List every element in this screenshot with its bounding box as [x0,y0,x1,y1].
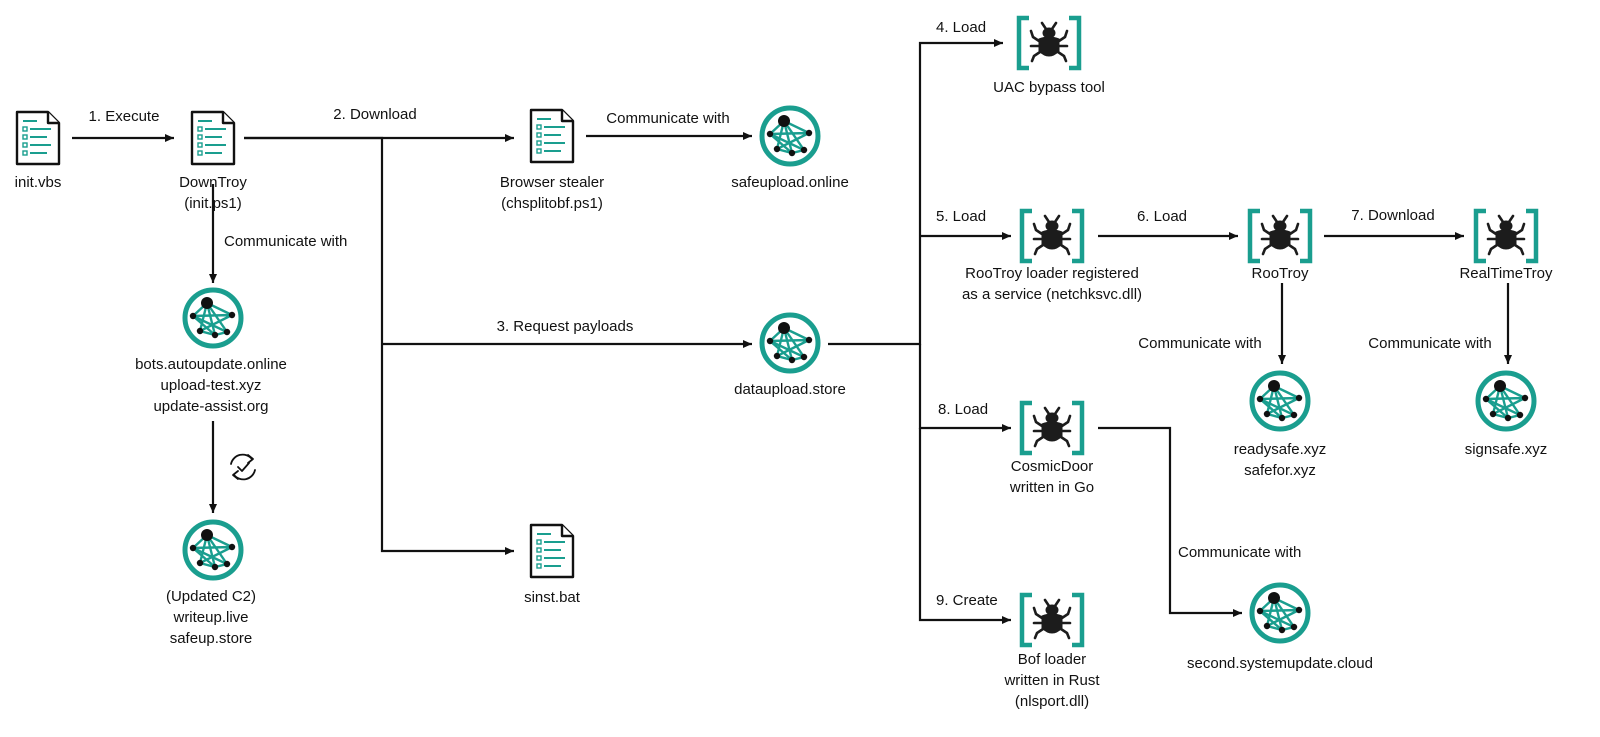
node-label-line: (Updated C2) [166,588,256,605]
malware-bug-icon [1019,400,1085,456]
c2-server-icon [1475,370,1537,432]
c2-server-icon [759,312,821,374]
node-label-line: Bof loader [1018,651,1086,668]
node-label-line: RooTroy loader registered [965,265,1139,282]
node-label-line: (chsplitobf.ps1) [501,195,603,212]
edge-label: 9. Create [936,592,998,609]
node-label-line: dataupload.store [734,381,846,398]
node-label-line: DownTroy [179,174,247,191]
c2-server-icon [182,287,244,349]
malware-bug-icon [1019,592,1085,648]
edge-e-load4 [828,39,1003,346]
edge-label: Communicate with [606,110,729,127]
edges-layer [72,39,1512,624]
node-label-line: sinst.bat [524,589,581,606]
labels-layer: init.vbs DownTroy (init.ps1) bots.autoupdat… [15,19,1553,710]
malware-bug-icon [1473,208,1539,264]
edge-label: 1. Execute [89,108,160,125]
node-label-line: writeup.live [172,609,248,626]
node-label-line: signsafe.xyz [1465,441,1548,458]
node-label-uac: UAC bypass tool [993,79,1105,96]
script-file-icon [190,110,236,166]
c2-server-icon [759,105,821,167]
node-label-line: CosmicDoor [1011,458,1094,475]
node-label-line: Browser stealer [500,174,604,191]
node-label-line: update-assist.org [153,398,268,415]
node-label-line: written in Go [1009,479,1094,496]
node-label-rootroy-loader: RooTroy loader registered as a service (n… [962,265,1142,303]
c2-server-icon [1249,370,1311,432]
edge-label: 7. Download [1351,207,1434,224]
node-label-line: upload-test.xyz [161,377,262,394]
edge-label: Communicate with [1178,544,1301,561]
node-label-line: (init.ps1) [184,195,242,212]
node-label-bof-loader: Bof loader written in Rust (nlsport.dll) [1003,651,1100,710]
node-label-readysafe: readysafe.xyz safefor.xyz [1234,441,1327,479]
node-label-second-system: second.systemupdate.cloud [1187,655,1373,672]
node-label-line: written in Rust [1003,672,1100,689]
c2-server-icon [182,519,244,581]
sync-update-icon [230,453,256,481]
edge-label: Communicate with [224,233,347,250]
node-label-line: safeup.store [170,630,253,647]
node-label-line: RooTroy [1252,265,1309,282]
node-label-line: readysafe.xyz [1234,441,1327,458]
node-label-signsafe: signsafe.xyz [1465,441,1548,458]
node-label-line: (nlsport.dll) [1015,693,1089,710]
node-label-sinst: sinst.bat [524,589,581,606]
node-label-dataupload: dataupload.store [734,381,846,398]
node-label-line: RealTimeTroy [1459,265,1553,282]
node-label-browser-stealer: Browser stealer (chsplitobf.ps1) [500,174,604,212]
node-label-line: safefor.xyz [1244,462,1316,479]
script-file-icon [529,108,575,164]
edge-label: Communicate with [1368,335,1491,352]
node-label-rootroy: RooTroy [1252,265,1309,282]
node-label-cosmicdoor: CosmicDoor written in Go [1009,458,1094,496]
icons-layer [15,15,1539,648]
malware-bug-icon [1247,208,1313,264]
edge-label: 5. Load [936,208,986,225]
node-label-line: safeupload.online [731,174,849,191]
malware-bug-icon [1019,208,1085,264]
edge-label: 6. Load [1137,208,1187,225]
script-file-icon [529,523,575,579]
script-file-icon [15,110,61,166]
edge-label: Communicate with [1138,335,1261,352]
malware-bug-icon [1016,15,1082,71]
node-label-realtimetroy: RealTimeTroy [1459,265,1553,282]
node-label-bots-c2: bots.autoupdate.online upload-test.xyz upd… [135,356,287,415]
edge-e-create9 [918,428,1011,624]
node-label-safeupload: safeupload.online [731,174,849,191]
edge-label: 8. Load [938,401,988,418]
node-label-downtroy: DownTroy (init.ps1) [179,174,247,212]
node-label-line: UAC bypass tool [993,79,1105,96]
edge-label: 2. Download [333,106,416,123]
node-label-init-vbs: init.vbs [15,174,62,191]
c2-server-icon [1249,582,1311,644]
node-label-line: as a service (netchksvc.dll) [962,286,1142,303]
edge-label: 4. Load [936,19,986,36]
edge-label: 3. Request payloads [497,318,634,335]
node-label-line: init.vbs [15,174,62,191]
node-label-line: bots.autoupdate.online [135,356,287,373]
edge-e-sinst [244,136,514,555]
node-label-updated-c2: (Updated C2) writeup.live safeup.store [166,588,256,647]
edge-e-comm-second [1098,426,1242,617]
node-label-line: second.systemupdate.cloud [1187,655,1373,672]
